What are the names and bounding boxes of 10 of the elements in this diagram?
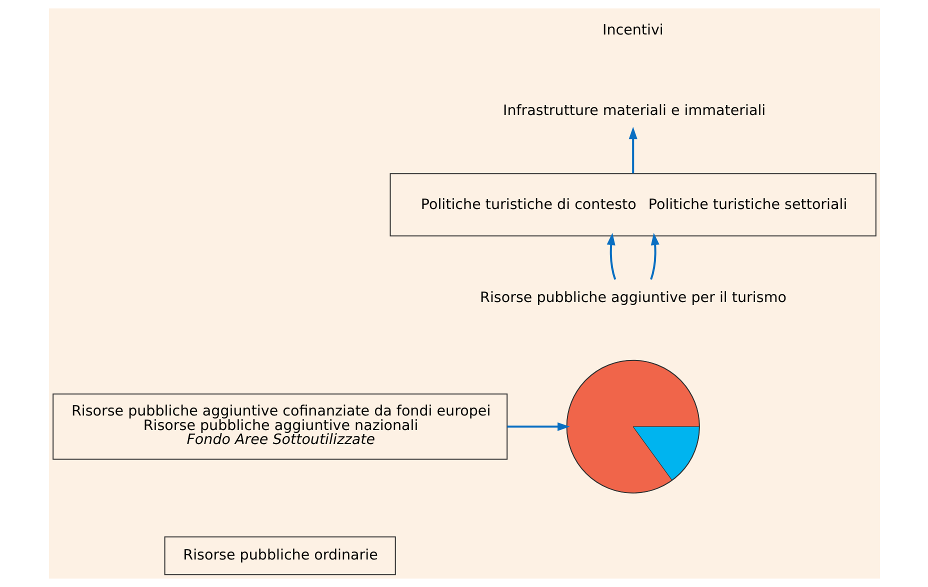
arrow [506, 422, 570, 431]
arrow [628, 126, 637, 174]
node-box: Risorse pubbliche aggiuntive cofinanziate da fondi europei Risorse pubbliche aggiuntive nazionali Fondo Aree Sottoutilizzate [52, 393, 508, 460]
node-box: Politiche turistiche di contesto Politiche turistiche settoriali [389, 173, 876, 236]
arrow [650, 232, 659, 280]
node-text: Risorse pubbliche aggiuntive per il turismo [480, 290, 786, 306]
node-box: Risorse pubbliche ordinarie [164, 536, 396, 576]
node-text: Incentivi [602, 22, 663, 39]
arrow [606, 232, 616, 280]
node-text: Infrastrutture materiali e immateriali [502, 103, 766, 120]
